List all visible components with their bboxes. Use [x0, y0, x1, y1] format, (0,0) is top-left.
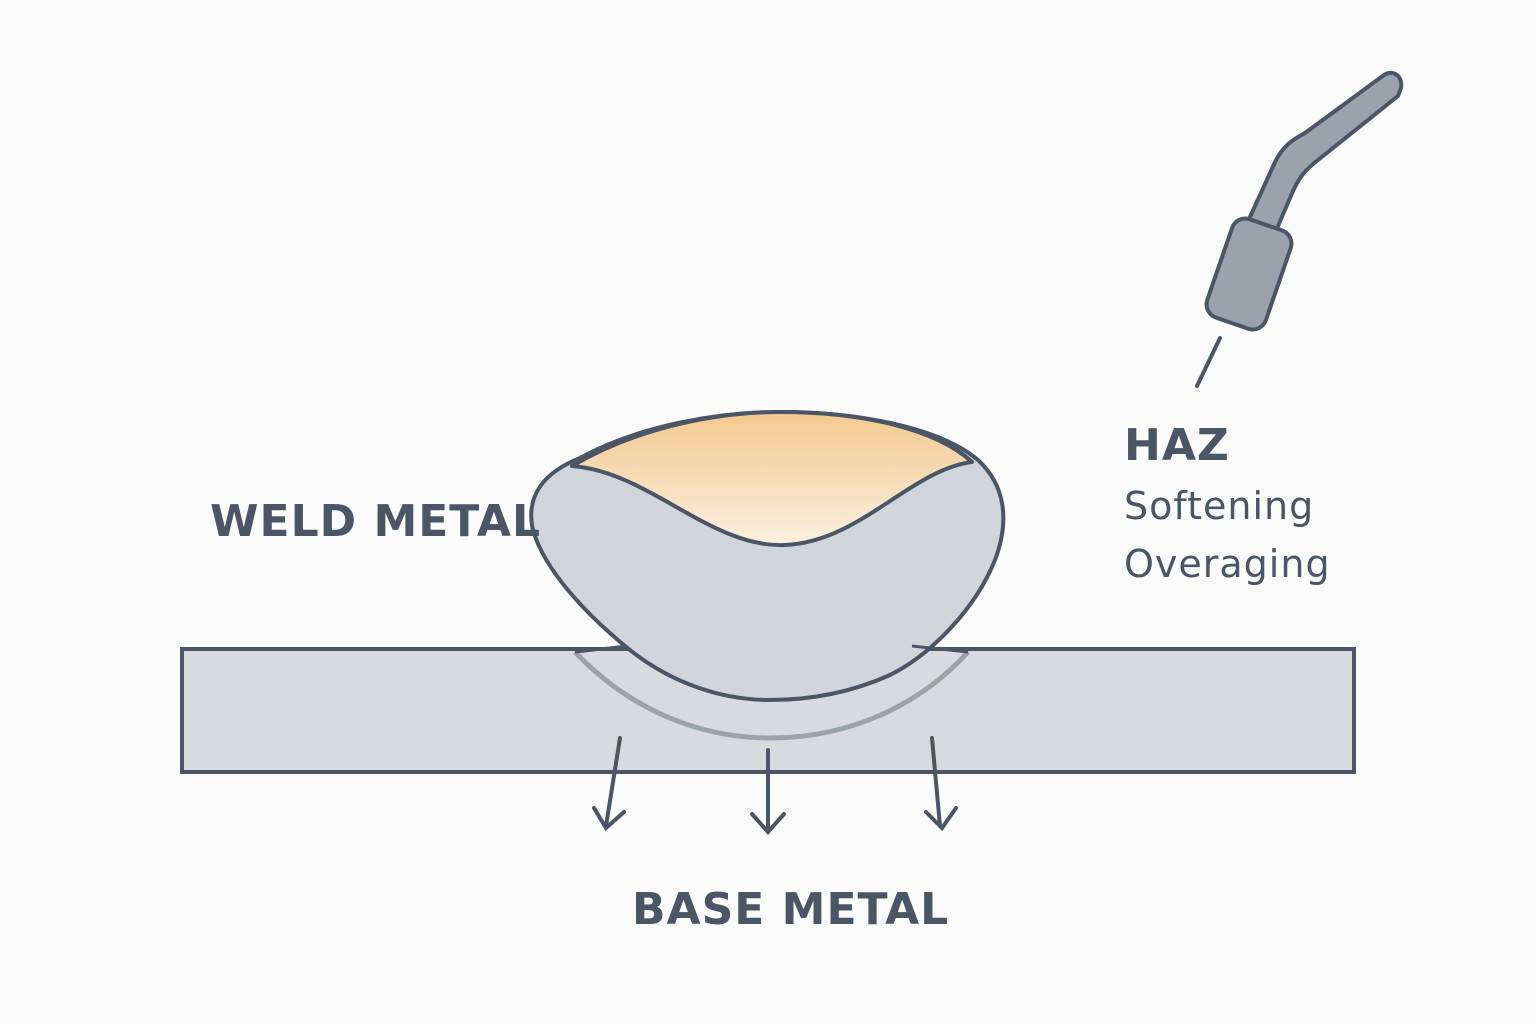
- heat-flow-arrow-icon: [592, 736, 626, 832]
- haz-effect-softening: Softening: [1124, 484, 1315, 528]
- welding-torch-icon: [1195, 70, 1404, 388]
- heat-flow-arrow-icon: [924, 736, 958, 832]
- fusion-zone-cap: [570, 410, 974, 548]
- haz-effect-overaging: Overaging: [1124, 542, 1331, 586]
- weld-toe-right: [911, 644, 969, 654]
- haz-boundary-curve: [573, 650, 970, 741]
- weld-toe-left: [574, 644, 627, 654]
- haz-title-label: HAZ: [1124, 420, 1230, 471]
- base-metal-label: BASE METAL: [632, 884, 950, 935]
- heat-flow-arrow-icon: [750, 748, 786, 836]
- weld-metal-label: WELD METAL: [210, 496, 541, 547]
